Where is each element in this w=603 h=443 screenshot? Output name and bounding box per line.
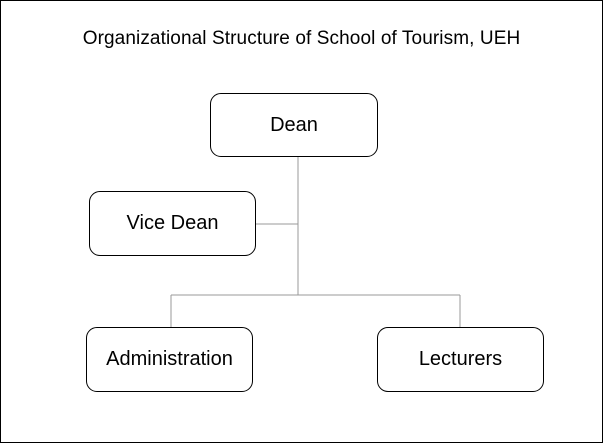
node-dean-label: Dean: [270, 113, 318, 136]
node-administration-label: Administration: [106, 348, 233, 370]
node-dean: Dean: [210, 93, 378, 157]
node-lecturers-label: Lecturers: [418, 348, 503, 370]
node-administration: Administration: [86, 327, 253, 392]
node-vice-dean: Vice Dean: [89, 191, 256, 256]
node-lecturers: Lecturers: [377, 327, 544, 392]
diagram-title: Organizational Structure of School of To…: [82, 28, 521, 49]
node-vice-dean-label: Vice Dean: [126, 212, 219, 234]
